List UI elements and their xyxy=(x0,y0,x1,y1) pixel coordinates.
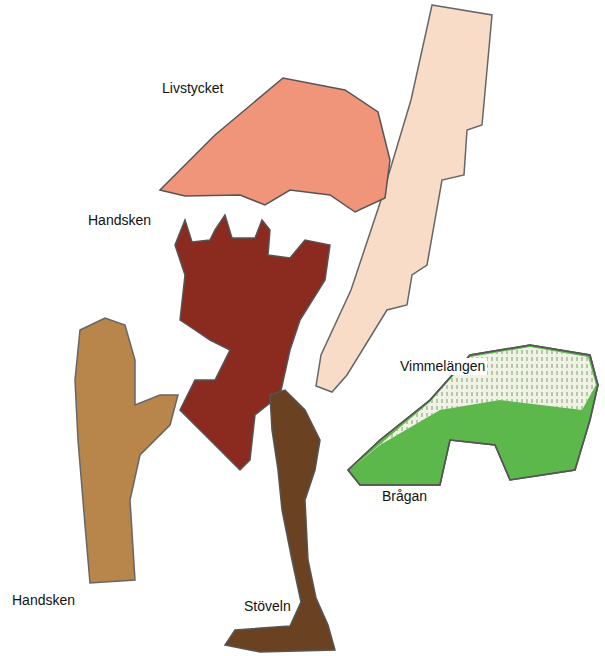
place-label: Handsken xyxy=(10,592,77,609)
place-label: Handsken xyxy=(86,212,153,229)
field-shape xyxy=(225,390,335,652)
field-texture xyxy=(352,347,596,468)
field-shape xyxy=(160,78,390,212)
place-label: Stöveln xyxy=(242,598,293,615)
field-outline xyxy=(348,345,598,485)
field-shape xyxy=(75,318,178,583)
place-label: Livstycket xyxy=(160,80,225,97)
field-texture xyxy=(352,347,596,468)
place-label: Brågan xyxy=(380,488,429,505)
place-label: Vimmelängen xyxy=(398,358,487,375)
field-shape xyxy=(348,345,598,485)
